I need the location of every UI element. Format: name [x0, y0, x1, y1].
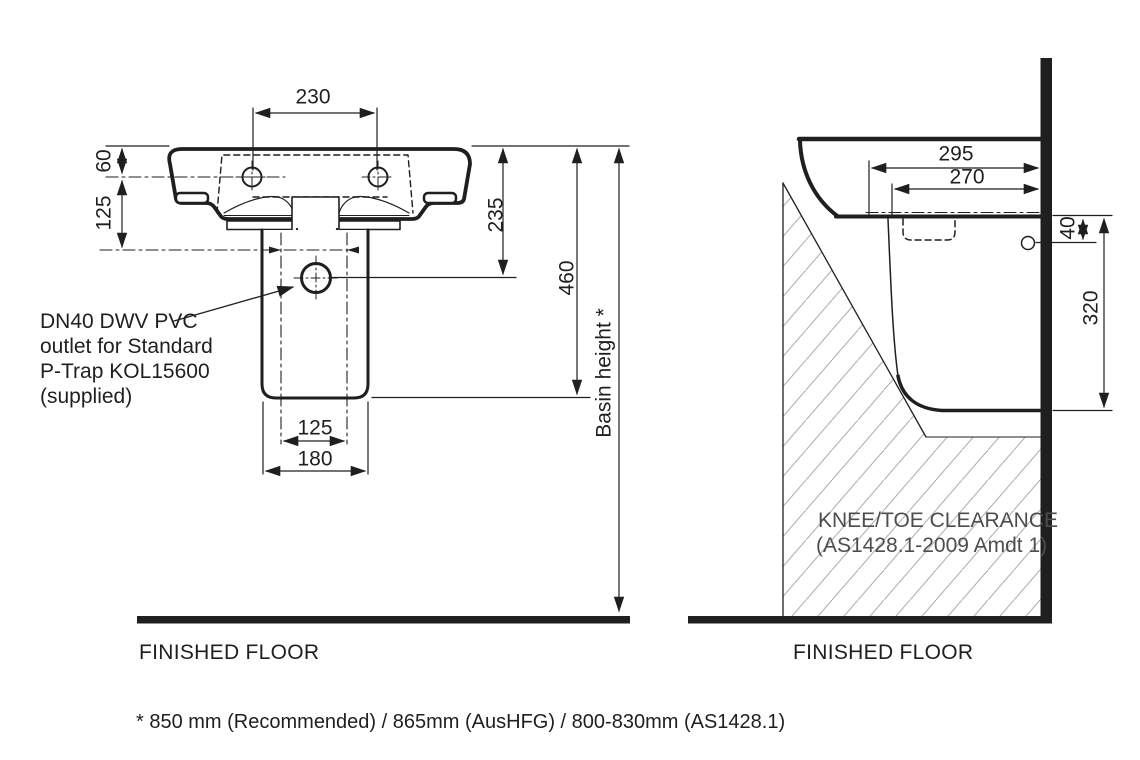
- finished-floor-label-right: FINISHED FLOOR: [793, 641, 974, 664]
- side-view-drawing: [688, 58, 1113, 624]
- basin-height-label: Basin height *: [592, 308, 616, 438]
- finished-floor-label-left: FINISHED FLOOR: [139, 641, 320, 664]
- overflow-hidden-box: [902, 218, 956, 241]
- dim-295-label: 295: [938, 142, 974, 166]
- wall-outlet-circle: [1020, 235, 1036, 251]
- pedestal-shroud: [260, 228, 370, 400]
- outlet-leader-arrow: [173, 285, 295, 322]
- clearance-edge-slant: [782, 182, 927, 438]
- left-ear-tab: [174, 191, 210, 205]
- front-view-drawing: [99, 107, 630, 624]
- clearance-note-line-2: (AS1428.1-2009 Amdt 1): [816, 534, 1048, 557]
- dim-235-label: 235: [484, 197, 508, 233]
- waste-outlet-circle: [293, 255, 339, 301]
- knee-toe-hatch: [783, 183, 1041, 616]
- dim-320-label: 320: [1079, 290, 1103, 326]
- dim-180-label: 180: [297, 447, 333, 471]
- outlet-note-line-2: outlet for Standard: [40, 335, 213, 358]
- shroud-front-line: [887, 218, 899, 377]
- front-view-dimensions: [105, 107, 630, 613]
- dim-60-label: 60: [92, 149, 116, 173]
- tap-hole-right: [361, 160, 395, 194]
- basin-height-footnote: * 850 mm (Recommended) / 865mm (AusHFG) …: [136, 711, 786, 733]
- floor-line-left: [137, 616, 630, 624]
- dim-460-label: 460: [555, 260, 579, 296]
- basin-front-curve: [798, 139, 840, 219]
- clearance-note-line-1: KNEE/TOE CLEARANCE: [818, 509, 1059, 532]
- dim-230-label: 230: [295, 85, 331, 109]
- dim-125-label: 125: [92, 195, 116, 231]
- dim-125-bottom-label: 125: [297, 416, 333, 440]
- deck-hidden-outline: [216, 154, 414, 214]
- basin-bottom-curve: [896, 374, 1043, 413]
- floor-line-right: [688, 616, 1052, 624]
- outlet-note-line-3: P-Trap KOL15600: [40, 360, 210, 383]
- dim-270-label: 270: [949, 165, 985, 189]
- right-ear-tab: [422, 191, 458, 205]
- fixing-tick-left: [269, 246, 281, 254]
- outlet-note-line-4: (supplied): [40, 385, 133, 408]
- outlet-note-line-1: DN40 DWV PVC: [40, 310, 198, 333]
- dim-40-label: 40: [1056, 216, 1080, 240]
- waste-channel: [291, 196, 340, 232]
- side-view-dimensions: [868, 160, 1113, 412]
- wall: [1040, 58, 1052, 623]
- bowl-curve-right: [338, 195, 410, 214]
- fixing-tick-right: [347, 246, 359, 254]
